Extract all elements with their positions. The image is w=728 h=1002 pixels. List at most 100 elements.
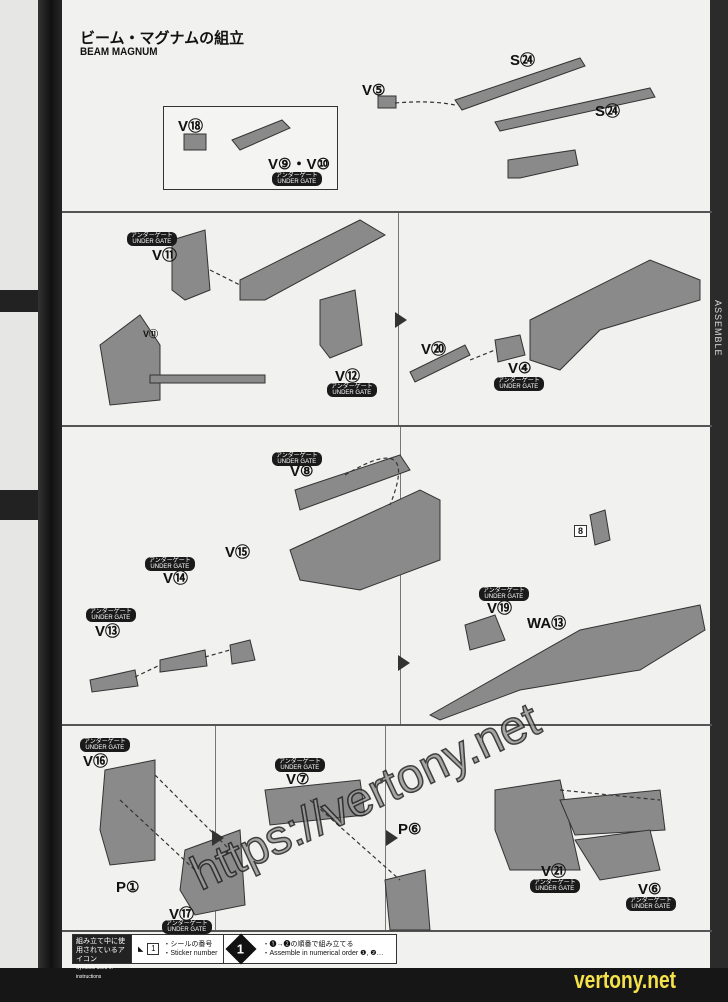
order-diamond-icon: 1 [225,933,258,965]
part-label: WA⑬ [527,615,567,632]
body-part [171,229,211,301]
rail-part [494,87,656,132]
legend-text: ・Sticker number [163,950,218,957]
assembly-guide-line [344,457,400,506]
lower-part [574,829,661,881]
book-gutter [38,0,64,1002]
section-divider [62,211,712,213]
grip-frame [384,869,431,931]
part-label: V⑲ [487,600,513,617]
assembled-gun [529,259,701,371]
small-part [183,133,207,151]
part-label: V⑥ [638,881,662,898]
legend-text: ・Assemble in numerical order ❶, ❷… [262,950,384,957]
grip-frame [179,829,246,916]
part-label: V⑦ [286,771,310,788]
upper-part [264,779,366,826]
sticker-number-icon: 1 [147,943,160,955]
assembly-guide-line [209,269,241,286]
assembly-guide-line [469,349,496,361]
muzzle-part [229,639,256,665]
next-step-arrow [395,312,407,328]
page-subtitle: BEAM MAGNUM [80,46,158,58]
side-tab-text: ASSEMBLE [713,300,723,357]
rail-part [454,57,586,111]
legend-text: ・シールの番号 [163,941,213,948]
barrel-part [239,219,387,301]
part-label: V⑤ [362,82,386,99]
part-label: V⑰ [169,906,195,923]
barrel-part [149,374,266,384]
assembly-guide-line [134,649,231,678]
sticker-part [589,509,611,546]
grip-part [507,149,579,179]
muzzle-part [409,344,471,383]
part-label: P⑥ [398,821,422,838]
part-label: S㉔ [510,52,536,69]
grip-frame [99,759,156,866]
section-divider [62,425,712,427]
right-edge-strip [710,0,728,968]
assembly-guide-line [309,789,661,881]
page-title: ビーム・マグナムの組立 [80,30,245,47]
next-step-arrow [386,830,398,846]
barrel-part [159,649,208,673]
part-label: V⑧ [290,463,314,480]
assembled-gun [428,604,706,721]
symbols-legend: 組み立て中に使用されているアイコン Symbols used in instru… [72,933,397,980]
part-label: V㉑ [541,863,567,880]
part-label: V⑮ [225,544,251,561]
section-divider [62,930,712,932]
part-label: V⑯ [83,753,109,770]
part-label: V⑫ [335,368,361,385]
small-part [464,614,506,651]
previous-page-band [0,290,40,312]
legend-text: ・❶→❷の順番で組み立てる [262,941,354,948]
assembly-guide-line [394,101,456,106]
part-label: V⑬ [95,623,121,640]
part-label: P① [116,879,140,896]
grip-part [494,779,581,871]
step-divider [400,427,401,724]
part-label: V⑭ [163,570,189,587]
assembled-gun [289,489,441,591]
part-label: S㉔ [595,103,621,120]
grip-part [319,289,363,359]
small-part [377,95,397,109]
lever-part [231,119,291,151]
next-step-arrow [212,830,224,846]
barrel-part [89,669,139,693]
bottom-dark-area [0,968,728,1002]
part-label: V⑪ [143,329,159,339]
part-label: V⑱ [178,118,204,135]
previous-page-band [0,490,40,520]
part-label: V⑪ [152,247,178,264]
section-divider [62,724,712,726]
legend-heading-en: Symbols used in instructions [76,965,113,980]
step-divider [385,726,386,930]
small-part [494,334,526,363]
part-label: V④ [508,360,532,377]
part-label: V⑳ [421,341,447,358]
cover-part [294,454,411,511]
legend-heading: 組み立て中に使用されているアイコン Symbols used in instru… [73,935,131,980]
legend-sticker: ◣ 1 ・シールの番号・Sticker number [131,935,223,963]
assembly-guide-line [119,774,231,871]
legend-heading-jp: 組み立て中に使用されているアイコン [76,938,125,963]
sticker-number: 8 [574,525,588,537]
next-step-arrow [398,655,410,671]
sticker-icon: ◣ [138,945,144,953]
legend-order: 1 ・❶→❷の順番で組み立てる・Assemble in numerical or… [223,933,395,965]
